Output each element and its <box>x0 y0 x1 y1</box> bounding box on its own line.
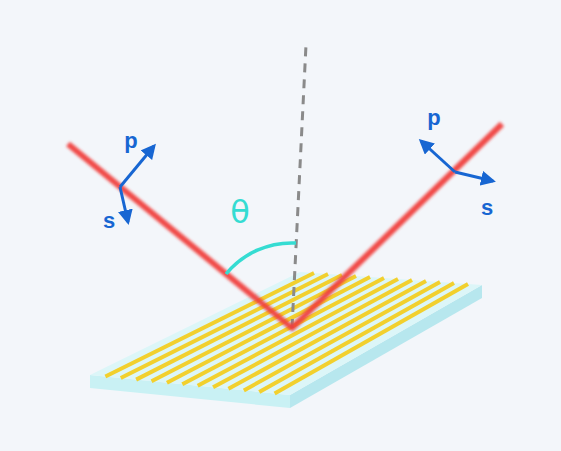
angle-arc <box>226 243 296 274</box>
s-polarization-arrow <box>120 187 128 222</box>
grating-line <box>259 283 454 392</box>
grating-surface <box>90 272 482 395</box>
grating-lines <box>105 273 468 393</box>
p-polarization-arrow <box>120 146 154 187</box>
polarization-label: s <box>481 197 493 219</box>
grating-line <box>275 284 468 393</box>
polarization-label: p <box>427 107 440 129</box>
angle-label: θ <box>230 196 250 228</box>
light-beam <box>68 124 502 328</box>
grating-line <box>244 282 440 390</box>
p-polarization-arrow <box>421 141 455 172</box>
surface-normal <box>292 45 306 328</box>
s-polarization-arrow <box>455 172 493 181</box>
polarization-label: p <box>124 130 137 152</box>
polarization-label: s <box>103 210 115 232</box>
